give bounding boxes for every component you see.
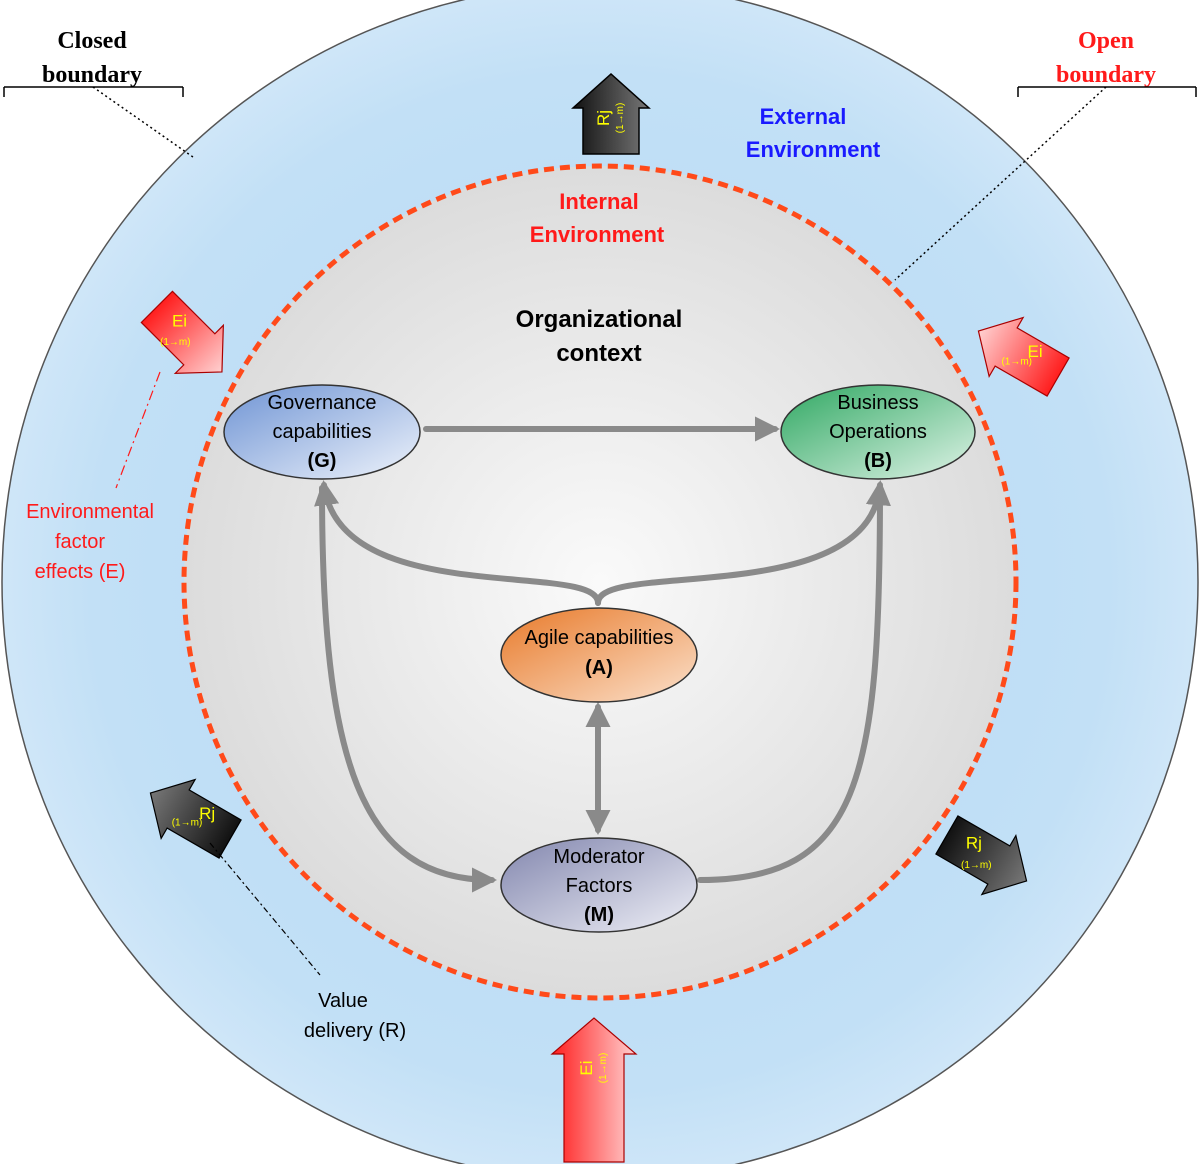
open-boundary-callout: Open boundary xyxy=(894,28,1197,281)
open-boundary-label-1: Open xyxy=(1078,28,1134,54)
rj-lower-left-sub: (1→m) xyxy=(172,818,203,829)
rj-lower-right-label: Rj xyxy=(966,833,982,852)
organizational-context-label-1: Organizational xyxy=(516,306,683,333)
rj-arrow-top: Rj (1→m) xyxy=(571,72,651,155)
node-moderator: Moderator Factors (M) xyxy=(500,837,698,933)
ei-upper-left-sub: (1→m) xyxy=(160,337,191,348)
connector-agile-to-business xyxy=(595,479,891,606)
ei-upper-left-label: Ei xyxy=(172,312,187,331)
connector-moderator-to-business xyxy=(697,487,883,883)
organizational-context-label-2: context xyxy=(556,340,641,367)
node-governance-label-3: (G) xyxy=(308,450,337,472)
connector-agile-to-governance xyxy=(314,480,601,606)
env-effects-label-1: Environmental xyxy=(26,501,154,523)
node-governance-label-2: capabilities xyxy=(273,421,372,443)
external-environment-label-2: Environment xyxy=(746,137,881,162)
rj-lower-right-sub: (1→m) xyxy=(961,860,992,871)
node-agile-label-1: Agile capabilities xyxy=(525,627,674,649)
ei-arrow-right: Ei (1→m) xyxy=(977,316,1070,397)
node-governance-label-1: Governance xyxy=(268,392,377,414)
rj-lower-left-label: Rj xyxy=(199,804,215,823)
ei-bottom-sub: (1→m) xyxy=(598,1053,609,1084)
rj-top-label: Rj xyxy=(594,110,613,126)
ei-right-label: Ei xyxy=(1028,342,1043,361)
rj-arrow-lower-right: Rj (1→m) xyxy=(935,815,1028,896)
rj-arrow-lower-left: Rj (1→m) xyxy=(149,778,242,859)
env-effects-label-2: factor xyxy=(55,531,105,553)
node-agile-label-2: (A) xyxy=(585,657,613,679)
value-delivery-label-2: delivery (R) xyxy=(304,1020,406,1042)
node-business-label-2: Operations xyxy=(829,421,927,443)
env-effects-label-3: effects (E) xyxy=(35,561,126,583)
connectors xyxy=(314,416,891,893)
node-business-label-3: (B) xyxy=(864,450,892,472)
node-business-label-1: Business xyxy=(837,392,918,414)
node-agile: Agile capabilities (A) xyxy=(500,607,698,703)
value-delivery-annotation: Value delivery (R) xyxy=(209,842,406,1042)
node-moderator-label-1: Moderator xyxy=(553,846,644,868)
ei-bottom-label: Ei xyxy=(577,1060,596,1075)
rj-top-sub: (1→m) xyxy=(615,103,626,134)
closed-boundary-callout: Closed boundary xyxy=(3,28,194,158)
node-moderator-label-3: (M) xyxy=(584,904,614,926)
ei-arrow-upper-left: Ei (1→m) xyxy=(140,290,225,375)
environmental-effects-annotation: Environmental factor effects (E) xyxy=(26,371,161,583)
node-business: Business Operations (B) xyxy=(780,384,976,480)
closed-boundary-label-1: Closed xyxy=(57,28,127,54)
node-moderator-label-2: Factors xyxy=(566,875,633,897)
node-governance: Governance capabilities (G) xyxy=(223,384,421,480)
ei-arrow-bottom: Ei (1→m) xyxy=(550,1017,638,1163)
external-environment-label-1: External xyxy=(760,104,847,129)
value-delivery-label-1: Value xyxy=(318,990,368,1012)
internal-environment-label-1: Internal xyxy=(559,189,638,214)
internal-environment-label-2: Environment xyxy=(530,222,665,247)
ei-right-sub: (1→m) xyxy=(1001,357,1032,368)
open-boundary-label-2: boundary xyxy=(1056,62,1156,88)
closed-boundary-label-2: boundary xyxy=(42,62,142,88)
connector-governance-to-moderator xyxy=(319,485,498,893)
internal-environment-circle xyxy=(181,163,1019,1001)
